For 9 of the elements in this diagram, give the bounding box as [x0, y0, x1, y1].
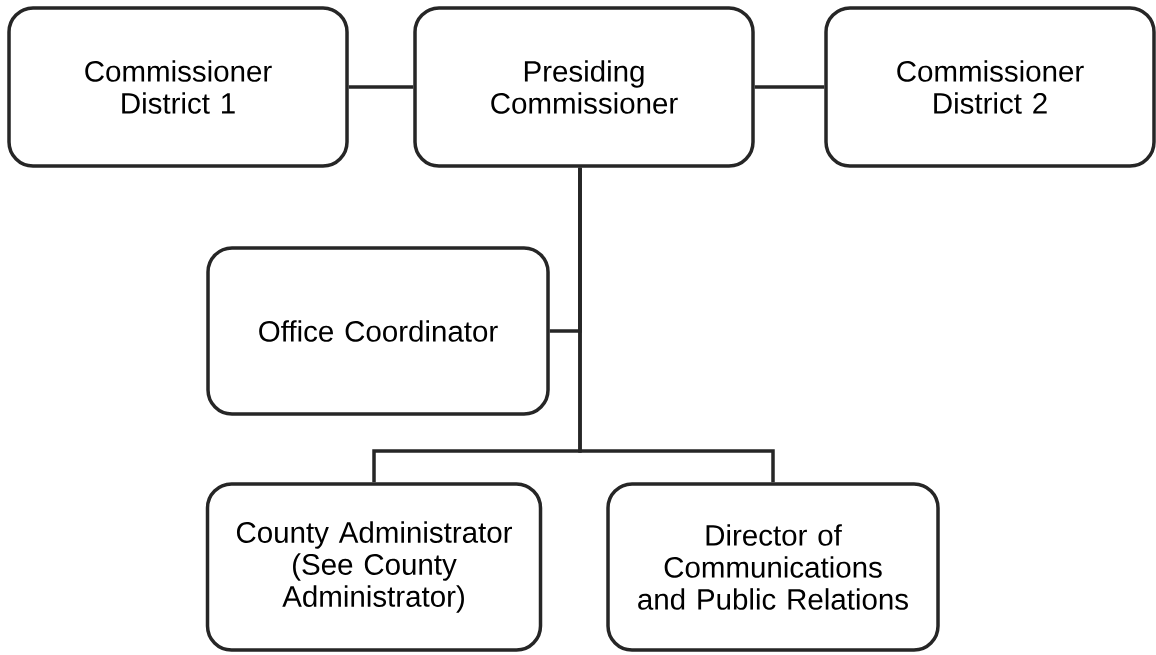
org-box: Director of Communications and Public Relations	[606, 482, 940, 652]
org-box: Commissioner District 2	[824, 6, 1156, 168]
org-box: Office Coordinator	[206, 246, 550, 416]
org-box: Commissioner District 1	[7, 6, 349, 168]
org-box: County Administrator (See County Administrator)	[205, 482, 543, 652]
connector-line	[754, 85, 825, 89]
org-box: Presiding Commissioner	[413, 6, 755, 168]
connector-line	[578, 167, 775, 483]
connector-line	[348, 85, 414, 89]
